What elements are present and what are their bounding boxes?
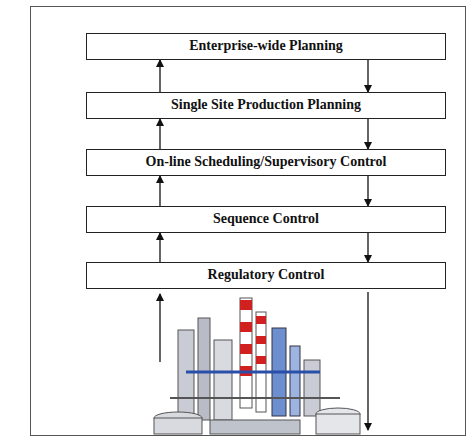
chimney-stripe <box>240 322 252 332</box>
up-arrow <box>159 119 160 149</box>
level-box: On-line Scheduling/Supervisory Control <box>86 149 446 176</box>
column <box>304 360 320 416</box>
level-label: Sequence Control <box>207 209 325 229</box>
level-box: Single Site Production Planning <box>86 92 446 119</box>
tower <box>178 330 194 420</box>
down-arrow <box>367 233 368 262</box>
level-label: Enterprise-wide Planning <box>183 36 349 56</box>
tower <box>214 340 232 420</box>
plant-down-arrow <box>367 292 368 430</box>
chimney <box>240 298 252 408</box>
up-arrow <box>159 176 160 206</box>
chimney-stripe <box>240 300 252 310</box>
chimney-stripe <box>240 344 252 354</box>
level-label: On-line Scheduling/Supervisory Control <box>140 152 393 172</box>
pipe <box>170 397 340 399</box>
level-label: Regulatory Control <box>202 265 331 285</box>
chimney-stripe <box>256 316 266 324</box>
level-box: Enterprise-wide Planning <box>86 33 446 60</box>
up-arrow <box>159 233 160 262</box>
up-arrow <box>159 60 160 92</box>
level-box: Sequence Control <box>86 206 446 233</box>
plant-base <box>210 420 300 434</box>
tower <box>198 318 210 420</box>
column <box>290 346 300 416</box>
tank <box>316 414 360 434</box>
level-label: Single Site Production Planning <box>165 95 367 115</box>
chimney-stripe <box>256 356 266 364</box>
plant-up-arrow <box>159 294 160 362</box>
pipe <box>186 371 320 374</box>
level-box: Regulatory Control <box>86 262 446 289</box>
tank <box>154 418 202 434</box>
down-arrow <box>367 60 368 92</box>
down-arrow <box>367 119 368 149</box>
down-arrow <box>367 176 368 206</box>
chimney-stripe <box>256 336 266 344</box>
